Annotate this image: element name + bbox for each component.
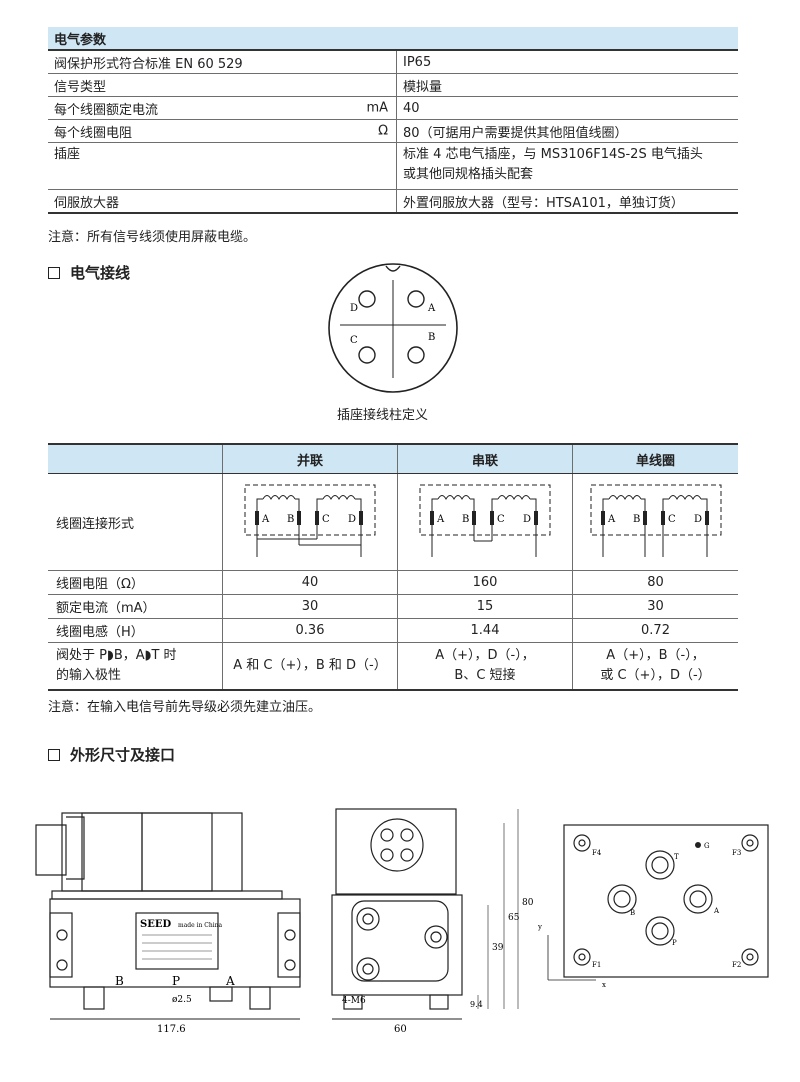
svg-text:P: P [172, 974, 180, 988]
parallel-coil-diagram: A B C D [244, 484, 376, 557]
param-label: 阀保护形式符合标准 EN 60 529 [54, 56, 243, 72]
svg-text:B: B [633, 514, 640, 525]
param-label: 伺服放大器 [54, 195, 120, 211]
svg-text:B: B [462, 514, 469, 525]
svg-text:39: 39 [492, 943, 504, 953]
table-row: 信号类型 模拟量 [48, 73, 738, 97]
svg-text:B: B [630, 909, 635, 917]
param-value: 标准 4 芯电气插座，与 MS3106F14S-2S 电气插头 [403, 147, 703, 162]
front-view-drawing: SEED made in China B P A ø2.5 117.6 [35, 812, 301, 1035]
param-label: 每个线圈额定电流 [54, 102, 159, 118]
header-parallel: 并联 [222, 443, 398, 474]
svg-text:F2: F2 [732, 961, 741, 969]
svg-text:G: G [704, 842, 710, 850]
table-row: 线圈电感（H） 0.36 1.44 0.72 [48, 618, 738, 643]
param-value: 模拟量 [396, 73, 738, 97]
svg-text:A: A [713, 907, 720, 915]
table-row: 伺服放大器 外置伺服放大器（型号：HTSA101，单独订货） [48, 189, 738, 214]
svg-text:D: D [523, 514, 531, 525]
svg-text:made in China: made in China [178, 922, 222, 929]
param-unit: mA [366, 100, 388, 116]
svg-text:60: 60 [394, 1024, 407, 1035]
wiring-section-title: 电气接线 [48, 262, 130, 283]
table-row: 线圈电阻（Ω） 40 160 80 [48, 570, 738, 595]
connection-label: 线圈连接形式 [48, 473, 223, 571]
electrical-params-title: 电气参数 [48, 27, 738, 51]
coil-connection-table: 并联 串联 单线圈 线圈连接形式 A B C D [48, 443, 738, 691]
dimensions-section-title: 外形尺寸及接口 [48, 744, 175, 765]
table-row: 阀保护形式符合标准 EN 60 529 IP65 [48, 50, 738, 74]
svg-text:A: A [225, 974, 235, 988]
svg-text:80: 80 [522, 898, 534, 908]
pin-label-a: A [427, 303, 436, 314]
param-value: 80（可据用户需要提供其他阻值线圈） [396, 119, 738, 143]
electrical-params-table: 电气参数 阀保护形式符合标准 EN 60 529 IP65 信号类型 模拟量 每… [48, 27, 738, 214]
svg-text:117.6: 117.6 [157, 1024, 186, 1035]
svg-text:SEED: SEED [140, 919, 171, 930]
table-row: 每个线圈额定电流 mA 40 [48, 96, 738, 120]
pin-label-c: C [350, 335, 358, 346]
coil-note: 注意：在输入电信号前先导级必须先建立油压。 [48, 700, 322, 715]
svg-text:x: x [602, 981, 606, 989]
param-value: 外置伺服放大器（型号：HTSA101，单独订货） [396, 189, 738, 214]
svg-text:T: T [674, 853, 679, 861]
table-row: 插座 标准 4 芯电气插座，与 MS3106F14S-2S 电气插头或其他同规格… [48, 142, 738, 190]
param-value: IP65 [396, 50, 738, 74]
header-single: 单线圈 [572, 443, 738, 474]
electrical-note: 注意：所有信号线须使用屏蔽电缆。 [48, 230, 257, 245]
param-unit: Ω [378, 123, 388, 139]
svg-text:y: y [537, 923, 542, 931]
param-value: 40 [396, 96, 738, 120]
param-value-line2: 或其他同规格插头配套 [403, 167, 534, 182]
header-series: 串联 [397, 443, 573, 474]
pin-label-b: B [428, 332, 435, 343]
svg-text:4-M6: 4-M6 [342, 996, 366, 1006]
svg-text:C: C [497, 514, 505, 525]
param-label: 插座 [54, 147, 81, 162]
param-label: 信号类型 [54, 79, 107, 95]
port-interface-drawing: F4 F3 F1 F2 T G B A P y x [537, 824, 769, 989]
single-coil-diagram: A B C D [590, 484, 721, 557]
svg-text:F1: F1 [592, 961, 601, 969]
svg-text:A: A [261, 514, 270, 525]
series-coil-diagram: A B C D [419, 484, 551, 557]
svg-text:A: A [436, 514, 445, 525]
svg-text:P: P [672, 939, 677, 947]
svg-text:F4: F4 [592, 849, 602, 857]
svg-text:C: C [322, 514, 330, 525]
svg-text:F3: F3 [732, 849, 741, 857]
table-row: 阀处于 P◗B，A◗T 时的输入极性 A 和 C（+），B 和 D（-） A（+… [48, 642, 738, 691]
svg-text:B: B [287, 514, 294, 525]
svg-text:D: D [348, 514, 356, 525]
svg-text:C: C [668, 514, 676, 525]
svg-text:A: A [607, 514, 616, 525]
svg-text:9.4: 9.4 [470, 1000, 483, 1009]
svg-text:D: D [694, 514, 702, 525]
socket-pin-diagram: D A C B [328, 263, 458, 393]
header-blank [48, 443, 223, 474]
param-label: 每个线圈电阻 [54, 125, 133, 141]
checkbox-square-icon [48, 266, 60, 279]
svg-text:ø2.5: ø2.5 [172, 995, 192, 1005]
table-row: 每个线圈电阻 Ω 80（可据用户需要提供其他阻值线圈） [48, 119, 738, 143]
table-row: 额定电流（mA） 30 15 30 [48, 594, 738, 619]
svg-text:65: 65 [508, 913, 520, 923]
pin-label-d: D [350, 303, 358, 314]
side-view-drawing: 80 65 39 9.4 4-M6 60 [331, 808, 534, 1035]
checkbox-square-icon [48, 748, 60, 761]
svg-text:B: B [115, 974, 124, 988]
socket-caption: 插座接线柱定义 [337, 408, 429, 423]
